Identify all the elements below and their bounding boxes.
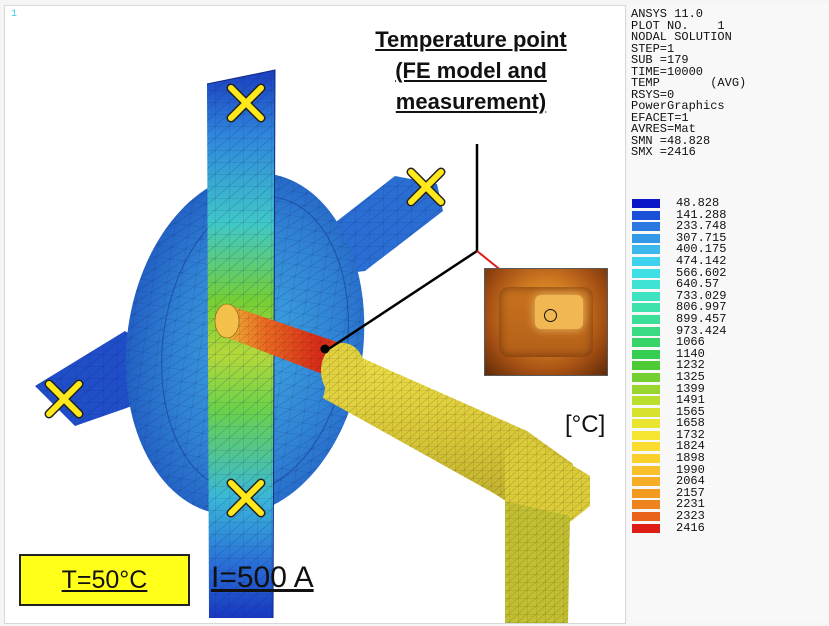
x-marker-bottom xyxy=(226,478,266,518)
legend-header-line: RSYS=0 xyxy=(631,87,675,102)
legend-color-swatch xyxy=(632,407,660,417)
legend-value: 733.029 xyxy=(676,288,727,303)
legend-color-swatch xyxy=(632,512,660,522)
legend-color-swatch xyxy=(632,523,660,533)
legend-color-swatch xyxy=(632,291,660,301)
legend-value: 474.142 xyxy=(676,253,727,268)
legend-value: 1066 xyxy=(676,335,705,350)
annotation-line-1: Temperature point xyxy=(375,27,567,52)
ambient-temperature-label: T=50°C xyxy=(61,566,148,594)
legend-header-line: PowerGraphics xyxy=(631,99,725,113)
fe-model-viewport[interactable]: 1 xyxy=(4,5,626,624)
legend-header-line: TIME=10000 xyxy=(631,64,704,79)
legend-value: 973.424 xyxy=(676,323,727,338)
legend-color-swatch xyxy=(632,430,660,440)
legend-value: 2064 xyxy=(676,474,705,489)
legend-value: 2157 xyxy=(676,485,705,500)
legend-header-line: ANSYS 11.0 xyxy=(631,7,704,21)
measurement-point-circle xyxy=(544,309,557,322)
legend-color-swatch xyxy=(632,396,660,406)
thermal-hotspot xyxy=(535,295,583,329)
legend-header-line: SMX =2416 xyxy=(631,145,696,159)
legend-header-line: PLOT NO. 1 xyxy=(631,18,725,33)
legend-color-swatch xyxy=(632,280,660,290)
legend-value: 1140 xyxy=(676,346,705,361)
heated-rod xyxy=(214,303,343,378)
legend-value: 566.602 xyxy=(676,265,727,280)
legend-color-swatch xyxy=(632,349,660,359)
legend-value: 1491 xyxy=(676,393,705,408)
fe-temperature-point xyxy=(320,344,330,354)
legend-color-swatch xyxy=(632,338,660,348)
annotation-line-3: measurement) xyxy=(395,89,547,114)
legend-color-swatch xyxy=(632,361,660,371)
legend-value: 640.57 xyxy=(676,277,720,292)
temperature-point-annotation: Temperature point (FE model and measurem… xyxy=(321,24,621,117)
legend-color-swatch xyxy=(632,256,660,266)
legend-header-line: AVRES=Mat xyxy=(631,122,696,136)
legend-color-swatch xyxy=(632,303,660,313)
legend-color-swatch xyxy=(632,500,660,510)
legend-color-swatch xyxy=(632,222,660,232)
frame-number: 1 xyxy=(11,9,18,20)
legend-value: 400.175 xyxy=(676,242,727,257)
legend-header-line: SUB =179 xyxy=(631,53,689,67)
legend-color-swatch xyxy=(632,233,660,243)
legend-color-swatch xyxy=(632,245,660,255)
current-label: I=500 A xyxy=(211,561,314,594)
legend-header-line: STEP=1 xyxy=(631,41,675,56)
legend-value: 307.715 xyxy=(676,230,727,245)
legend-color-swatch xyxy=(632,384,660,394)
legend-color-swatch xyxy=(632,465,660,475)
legend-color-swatch xyxy=(632,419,660,429)
legend-value: 1898 xyxy=(676,451,705,466)
fe-model-render xyxy=(35,69,590,623)
fixed-support-markers xyxy=(44,83,446,518)
legend-value: 1565 xyxy=(676,404,705,419)
legend-color-swatch xyxy=(632,326,660,336)
x-marker-right xyxy=(406,167,446,207)
legend-value: 1399 xyxy=(676,381,705,396)
legend-value: 1325 xyxy=(676,369,705,384)
thermal-camera-photo xyxy=(484,268,608,376)
legend-color-swatch xyxy=(632,199,660,208)
legend-value: 233.748 xyxy=(676,219,727,234)
legend-color-swatch xyxy=(632,210,660,220)
legend-value: 2416 xyxy=(676,520,705,535)
legend-value: 1732 xyxy=(676,427,705,442)
unit-label: [°C] xyxy=(565,411,606,438)
x-marker-top xyxy=(226,83,266,123)
legend-header-line: SMN =48.828 xyxy=(631,133,711,148)
legend-value: 1824 xyxy=(676,439,705,454)
legend-color-swatch xyxy=(632,268,660,278)
legend-value: 1658 xyxy=(676,416,705,431)
legend-value: 48.828 xyxy=(676,196,720,210)
legend-color-swatch xyxy=(632,442,660,452)
legend-value: 141.288 xyxy=(676,207,727,222)
legend-header-line: EFACET=1 xyxy=(631,110,689,125)
legend-color-swatch xyxy=(632,488,660,498)
legend-value: 899.457 xyxy=(676,311,727,326)
legend-header-line: NODAL SOLUTION xyxy=(631,30,732,44)
legend-value: 2323 xyxy=(676,509,705,524)
x-marker-left xyxy=(44,379,84,419)
annotation-line-2: (FE model and xyxy=(395,58,547,83)
legend-value: 1990 xyxy=(676,462,705,477)
legend-color-swatch xyxy=(632,477,660,487)
legend-color-swatch xyxy=(632,454,660,464)
legend-header-line: TEMP (AVG) xyxy=(631,76,747,90)
connecting-cable xyxy=(321,343,590,623)
ambient-temperature-box: T=50°C xyxy=(19,554,190,606)
legend-value: 806.997 xyxy=(676,300,727,315)
legend-value: 1232 xyxy=(676,358,705,373)
legend-value: 2231 xyxy=(676,497,705,512)
legend-color-swatch xyxy=(632,372,660,382)
legend-color-swatch xyxy=(632,314,660,324)
